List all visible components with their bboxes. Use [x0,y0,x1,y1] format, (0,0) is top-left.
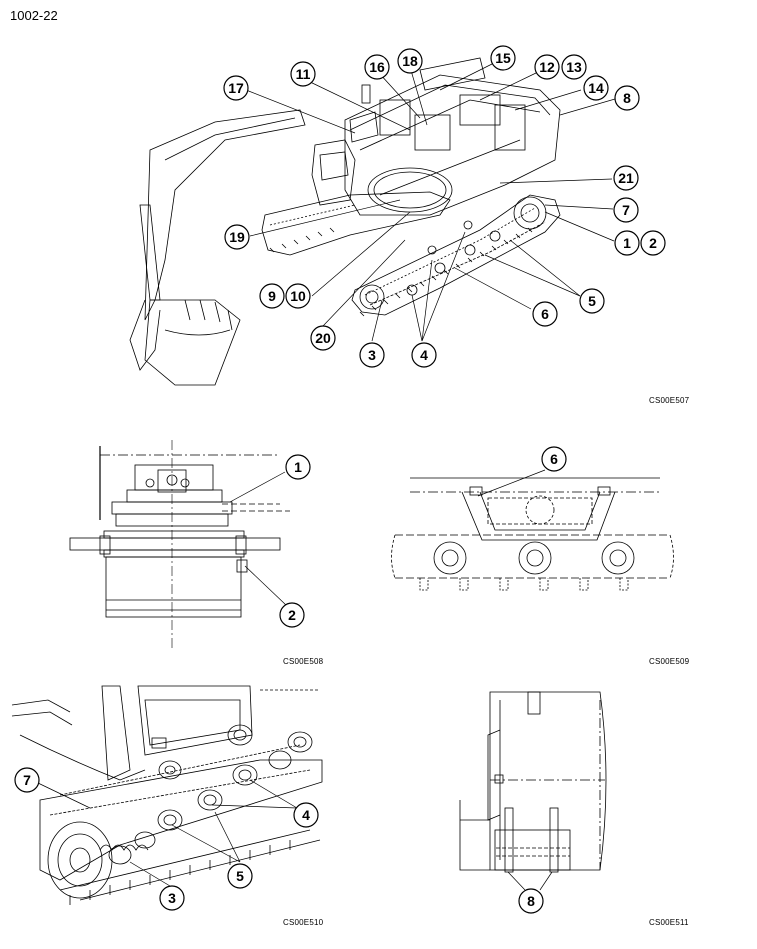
svg-text:5: 5 [588,293,596,309]
callout-8: 8 [518,888,544,914]
svg-text:13: 13 [566,59,582,75]
callout-20: 20 [310,325,336,351]
callout-13: 13 [561,54,587,80]
callout-17: 17 [223,75,249,101]
svg-text:3: 3 [368,347,376,363]
svg-text:5: 5 [236,868,244,884]
callout-11: 11 [290,61,316,87]
excavator-callouts: 17 11 16 18 15 12 13 14 8 21 7 1 2 19 9 … [223,45,666,368]
figure-code-main: CS00E507 [649,396,690,405]
tank-leader-lines [507,871,553,891]
figure-code-tank: CS00E511 [649,918,689,927]
track-roller-leader-lines [477,469,546,497]
final-drive-drawing [69,440,290,650]
excavator-drawing [129,57,561,386]
callout-2: 2 [640,230,666,256]
callout-8: 8 [614,85,640,111]
svg-text:14: 14 [588,80,604,96]
svg-text:4: 4 [302,807,310,823]
svg-text:18: 18 [402,53,418,69]
callout-14: 14 [583,75,609,101]
figure-code-undercarriage: CS00E510 [283,918,324,927]
callout-3: 3 [359,342,385,368]
svg-text:19: 19 [229,229,245,245]
svg-text:17: 17 [228,80,244,96]
figure-code-final-drive: CS00E508 [283,657,324,666]
callout-4: 4 [411,342,437,368]
svg-text:1: 1 [623,235,631,251]
svg-text:15: 15 [495,50,511,66]
svg-text:2: 2 [288,607,296,623]
callout-7: 7 [613,197,639,223]
svg-text:21: 21 [618,170,634,186]
callout-5: 5 [579,288,605,314]
callout-12: 12 [534,54,560,80]
svg-text:4: 4 [420,347,428,363]
excavator-leader-lines [245,63,616,342]
undercarriage-drawing [11,685,323,905]
callout-7: 7 [14,767,40,793]
track-roller-callouts: 6 [541,446,567,472]
svg-text:6: 6 [541,306,549,322]
svg-text:6: 6 [550,451,558,467]
svg-text:1: 1 [294,459,302,475]
svg-text:3: 3 [168,890,176,906]
callout-19: 19 [224,224,250,250]
undercarriage-leader-lines [37,779,298,887]
final-drive-callouts: 1 2 [279,454,311,628]
svg-text:8: 8 [623,90,631,106]
page-code: 1002-22 [10,8,58,23]
svg-text:7: 7 [622,202,630,218]
track-roller-drawing [391,477,674,591]
callout-15: 15 [490,45,516,71]
svg-text:12: 12 [539,59,555,75]
callout-3: 3 [159,885,185,911]
callout-18: 18 [397,48,423,74]
callout-6: 6 [541,446,567,472]
svg-text:20: 20 [315,330,331,346]
svg-text:8: 8 [527,893,535,909]
svg-text:16: 16 [369,59,385,75]
callout-9: 9 [259,283,285,309]
svg-text:2: 2 [649,235,657,251]
final-drive-leader-lines [229,471,287,606]
figure-code-roller: CS00E509 [649,657,690,666]
callout-10: 10 [285,283,311,309]
svg-text:10: 10 [290,288,306,304]
callout-16: 16 [364,54,390,80]
tank-drawing [459,691,607,873]
callout-21: 21 [613,165,639,191]
svg-text:11: 11 [296,66,311,82]
callout-4: 4 [293,802,319,828]
callout-1: 1 [285,454,311,480]
undercarriage-callouts: 7 4 5 3 [14,767,319,911]
callout-6: 6 [532,301,558,327]
svg-text:9: 9 [268,288,276,304]
tank-callouts: 8 [518,888,544,914]
svg-text:7: 7 [23,772,31,788]
callout-2: 2 [279,602,305,628]
callout-5: 5 [227,863,253,889]
callout-1: 1 [614,230,640,256]
